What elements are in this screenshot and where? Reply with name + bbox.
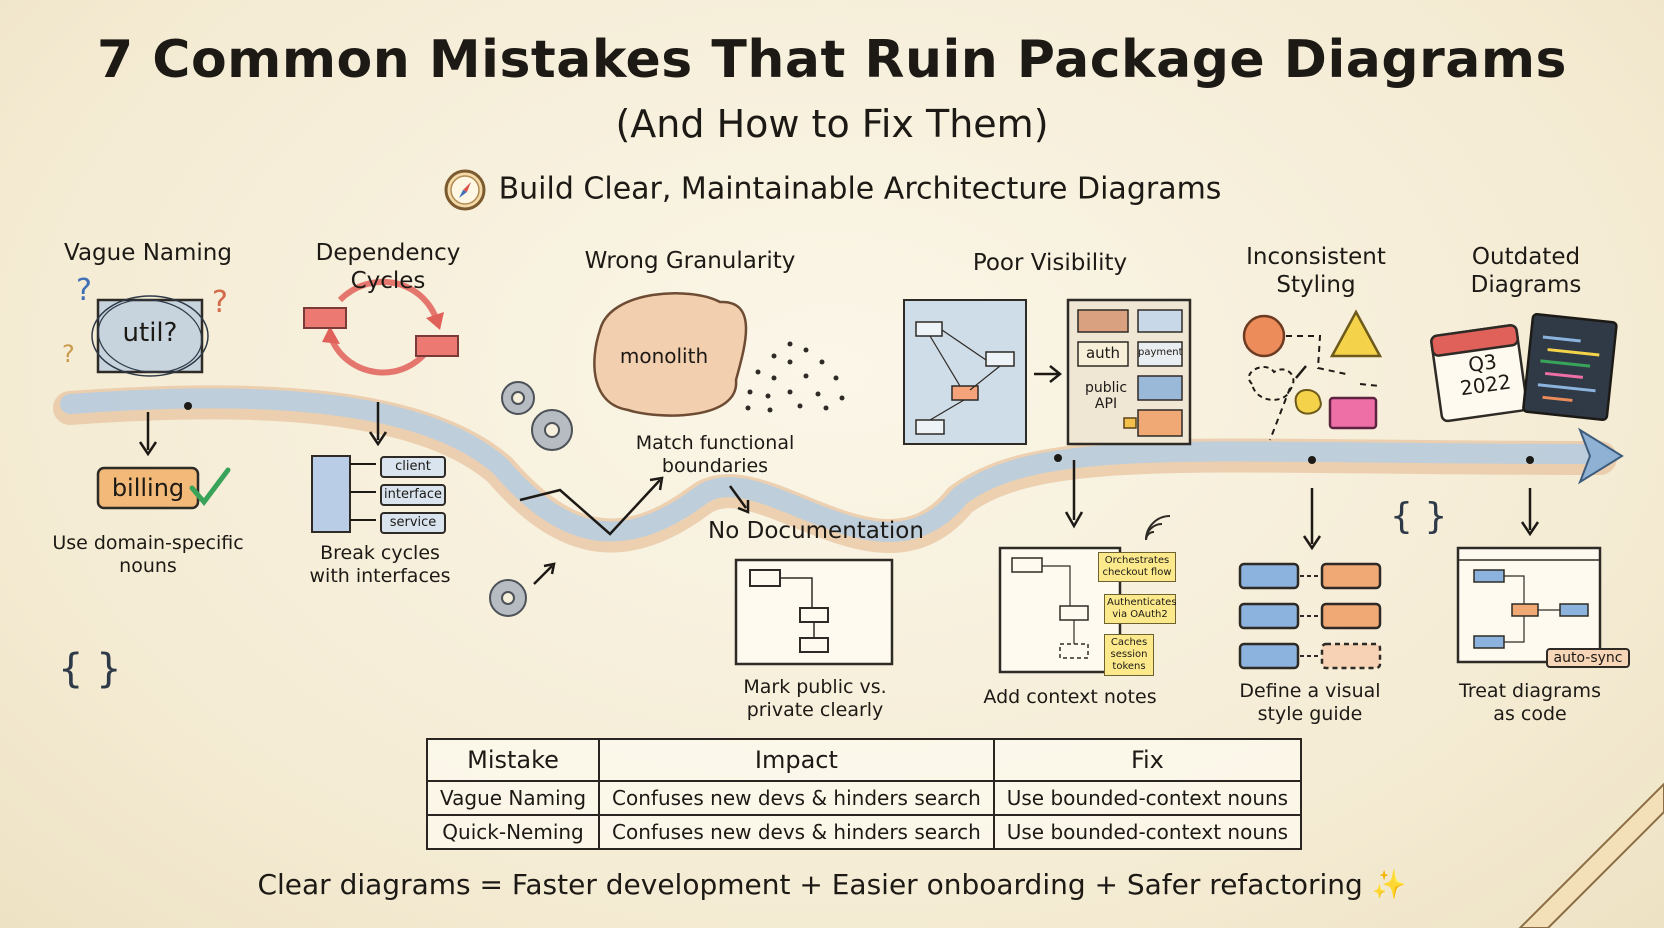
style-guide-swatches bbox=[1238, 562, 1382, 670]
mistakes-table: Mistake Impact Fix Vague Naming Confuses… bbox=[425, 738, 1303, 850]
caption-inconsistent-styling: Define a visual style guide bbox=[1239, 680, 1381, 725]
interface-chip-interface: interface bbox=[380, 484, 446, 506]
wifi-icon bbox=[1145, 515, 1171, 541]
ruler-decoration bbox=[1518, 782, 1664, 928]
compass-icon bbox=[444, 169, 486, 211]
heading-wrong-granularity: Wrong Granularity bbox=[584, 248, 796, 274]
svg-text:?: ? bbox=[76, 273, 92, 308]
tagline-text: Build Clear, Maintainable Architecture D… bbox=[498, 171, 1222, 207]
monolith-blob bbox=[593, 292, 748, 417]
sticky-note-1: Orchestrates checkout flow bbox=[1098, 552, 1176, 582]
table-row: Vague Naming Confuses new devs & hinders… bbox=[425, 780, 1303, 816]
interface-chip-client: client bbox=[380, 456, 446, 478]
caption-dependency-cycles: Break cycles with interfaces bbox=[309, 542, 451, 587]
page-subtitle: (And How to Fix Them) bbox=[615, 102, 1049, 146]
table-header-mistake: Mistake bbox=[425, 738, 601, 782]
billing-label: billing bbox=[111, 474, 185, 502]
caption-wrong-granularity: Match functional boundaries bbox=[635, 432, 795, 477]
table-header-fix: Fix bbox=[992, 738, 1303, 782]
page-title: 7 Common Mistakes That Ruin Package Diag… bbox=[97, 30, 1567, 90]
road-arrowhead bbox=[1578, 427, 1624, 485]
code-window bbox=[1522, 313, 1618, 421]
lock-icon bbox=[1123, 417, 1137, 429]
caption-vague-naming: Use domain-specific nouns bbox=[52, 532, 244, 577]
braces-icon-2: { } bbox=[1390, 496, 1448, 537]
heading-inconsistent-styling: Inconsistent Styling bbox=[1246, 244, 1386, 298]
gear-icon bbox=[489, 381, 573, 617]
checkmark-icon bbox=[189, 467, 231, 506]
calendar-label: Q3 2022 bbox=[1458, 349, 1513, 401]
table-cell: Confuses new devs & hinders search bbox=[598, 780, 995, 816]
table-header-impact: Impact bbox=[598, 738, 995, 782]
util-label: util? bbox=[122, 318, 178, 348]
svg-text:?: ? bbox=[62, 340, 75, 368]
footer-summary: Clear diagrams = Faster development + Ea… bbox=[257, 868, 1407, 901]
auto-sync-badge: auto-sync bbox=[1546, 648, 1630, 668]
module-payment: payment bbox=[1138, 347, 1183, 358]
caption-poor-visibility: Add context notes bbox=[983, 686, 1157, 708]
microservice-dots bbox=[745, 341, 845, 413]
table-cell: Quick-Neming bbox=[425, 814, 601, 850]
heading-vague-naming: Vague Naming bbox=[64, 240, 232, 266]
heading-outdated-diagrams: Outdated Diagrams bbox=[1470, 244, 1582, 298]
module-auth: auth bbox=[1085, 344, 1121, 362]
triangle-shape bbox=[1329, 309, 1383, 358]
braces-icon: { } bbox=[58, 646, 122, 692]
table-cell: Vague Naming bbox=[425, 780, 601, 816]
calendar-icon bbox=[1430, 324, 1529, 423]
monolith-label: monolith bbox=[619, 344, 709, 368]
heading-no-documentation: No Documentation bbox=[708, 518, 924, 544]
doc-diagram-box bbox=[734, 558, 894, 666]
svg-text:?: ? bbox=[212, 285, 228, 320]
sticky-note-3: Caches session tokens bbox=[1104, 634, 1154, 676]
vague-naming-sketch: ? ? ? bbox=[62, 273, 228, 377]
table-cell: Confuses new devs & hinders search bbox=[598, 814, 995, 850]
table-cell: Use bounded-context nouns bbox=[992, 814, 1303, 850]
sticky-note-2: Authenticates via OAuth2 bbox=[1104, 594, 1177, 624]
heading-dependency-cycles: Dependency Cycles bbox=[315, 240, 461, 294]
pink-box bbox=[1328, 396, 1378, 430]
table-cell: Use bounded-context nouns bbox=[992, 780, 1303, 816]
module-public-api: public API bbox=[1084, 380, 1128, 412]
caption-no-documentation: Mark public vs. private clearly bbox=[743, 676, 887, 721]
interface-chip-service: service bbox=[380, 512, 446, 534]
heading-poor-visibility: Poor Visibility bbox=[972, 250, 1128, 276]
cycle-sketch bbox=[303, 278, 459, 376]
tagline: Build Clear, Maintainable Architecture D… bbox=[0, 168, 1664, 212]
table-header-row: Mistake Impact Fix bbox=[425, 738, 1303, 782]
caption-outdated-diagrams: Treat diagrams as code bbox=[1459, 680, 1601, 725]
table-row: Quick-Neming Confuses new devs & hinders… bbox=[425, 814, 1303, 850]
